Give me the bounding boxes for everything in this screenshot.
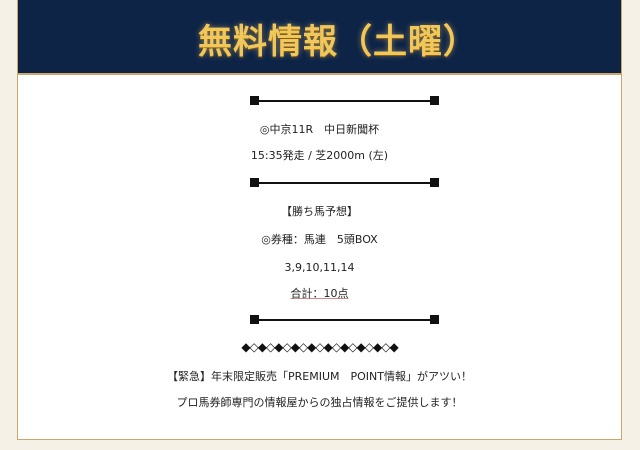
info-notice: プロ馬券師専門の情報屋からの独占情報をご提供します！	[176, 396, 463, 409]
urgent-notice: 【緊急】年末限定販売「PREMIUM POINT情報」がアツい！	[167, 370, 472, 383]
section-divider	[250, 315, 439, 325]
header-banner: 無料情報（土曜）	[18, 0, 621, 75]
banner-title: 無料情報（土曜）	[198, 22, 478, 62]
race-name: ◎中京11R 中日新聞杯	[259, 123, 380, 136]
prediction-heading: 【勝ち馬予想】	[281, 205, 358, 218]
bet-total: 合計：10点	[290, 287, 349, 300]
section-divider	[250, 96, 439, 106]
section-divider	[250, 178, 439, 188]
race-time-course: 15:35発走 / 芝2000m (左)	[250, 149, 389, 162]
diamond-ornament: ◆◇◆◇◆◇◆◇◆◇◆◇◆◇◆◇◆◇◆	[241, 340, 398, 354]
content-panel: 無料情報（土曜） ◎中京11R 中日新聞杯 15:35発走 / 芝2000m (…	[17, 0, 622, 440]
horse-numbers: 3,9,10,11,14	[284, 261, 355, 274]
bet-type: ◎券種：馬連 5頭BOX	[261, 233, 378, 246]
